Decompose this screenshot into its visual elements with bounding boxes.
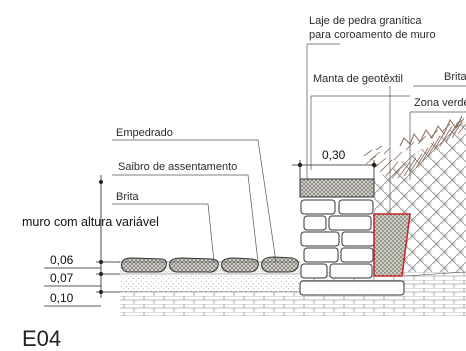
label-brita-right: Brita xyxy=(444,71,466,83)
layer-brita xyxy=(120,274,300,292)
stone-wall xyxy=(299,178,405,296)
label-brita-left: Brita xyxy=(116,191,140,203)
leader-lines xyxy=(112,43,466,263)
dimension-top xyxy=(292,160,378,180)
dim-0-07: 0,07 xyxy=(50,271,74,285)
label-zona-verde: Zona verde xyxy=(414,97,466,109)
label-empedrado: Empedrado xyxy=(116,127,173,139)
label-laje-line2: para coroamento de muro xyxy=(309,29,436,41)
ground-layer xyxy=(120,292,466,316)
drawing-code: E04 xyxy=(22,326,61,346)
dim-top-width: 0,30 xyxy=(322,148,346,162)
footing-stone xyxy=(299,280,405,296)
cobblestones xyxy=(121,256,299,273)
label-muro: muro com altura variável xyxy=(22,215,159,229)
dimension-chain xyxy=(44,175,120,307)
drain-gravel xyxy=(373,213,411,277)
dim-0-10: 0,10 xyxy=(50,291,74,305)
label-saibro: Saibro de assentamento xyxy=(118,161,237,173)
coping-slab xyxy=(299,178,375,198)
label-laje-line1: Laje de pedra granítica xyxy=(309,15,422,27)
label-manta: Manta de geotêxtil xyxy=(313,73,403,85)
dim-0-06: 0,06 xyxy=(50,253,74,267)
